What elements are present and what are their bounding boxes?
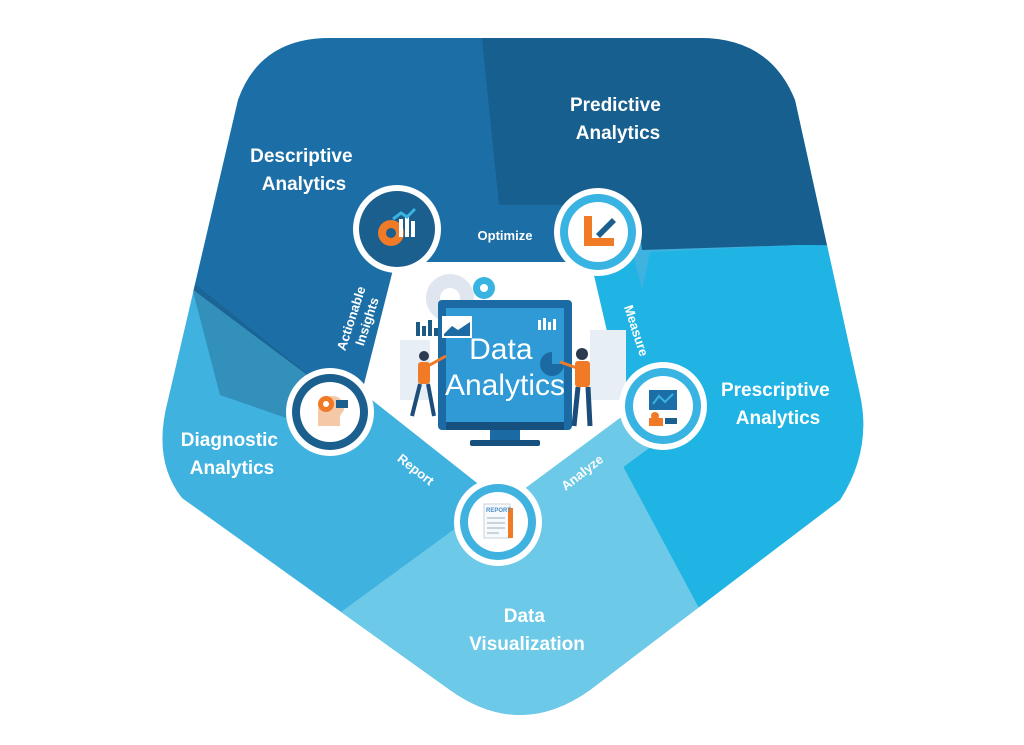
report-band [348, 400, 496, 532]
man-presenter-icon [559, 348, 593, 427]
descriptive-label: Descriptive Analytics [250, 146, 358, 195]
predictive-label: Predictive Analytics [570, 95, 666, 144]
node-diagnostic [286, 368, 374, 456]
data-visualization-label: Data Visualization [469, 606, 585, 655]
optimize-label: Optimize [478, 228, 533, 243]
woman-presenter-icon [410, 351, 447, 417]
diagnostic-label: Diagnostic Analytics [181, 430, 283, 479]
ruler-pencil-icon [584, 216, 616, 246]
report-document-icon: REPORT [483, 503, 513, 539]
insights-band [318, 240, 398, 392]
prescriptive-label: Prescriptive Analytics [721, 380, 835, 429]
segment-predictive [478, 38, 864, 250]
report-doc-label: REPORT [486, 508, 511, 514]
node-visualization: REPORT [454, 478, 542, 566]
descriptive-shadow [190, 280, 330, 420]
head-gear-icon [318, 396, 348, 426]
segment-prescriptive [610, 245, 864, 715]
node-predictive [554, 188, 642, 276]
center-title: Data Analytics [445, 333, 565, 402]
center-illustration: Data Analytics [400, 274, 626, 446]
analyst-screen-icon [649, 390, 677, 426]
segment-data-visualization [300, 442, 864, 715]
analyze-band [512, 412, 660, 532]
measure-band [590, 242, 665, 396]
screen-bar-chart-icon [538, 318, 556, 330]
node-descriptive [353, 185, 441, 273]
pie-chart-icon [540, 352, 564, 376]
node-prescriptive [619, 362, 707, 450]
mini-bar-chart-icon [416, 320, 438, 336]
bg-panel-right [590, 330, 626, 400]
monitor-base [470, 440, 540, 446]
gear-chart-icon [378, 207, 417, 246]
monitor-stand [490, 430, 520, 440]
